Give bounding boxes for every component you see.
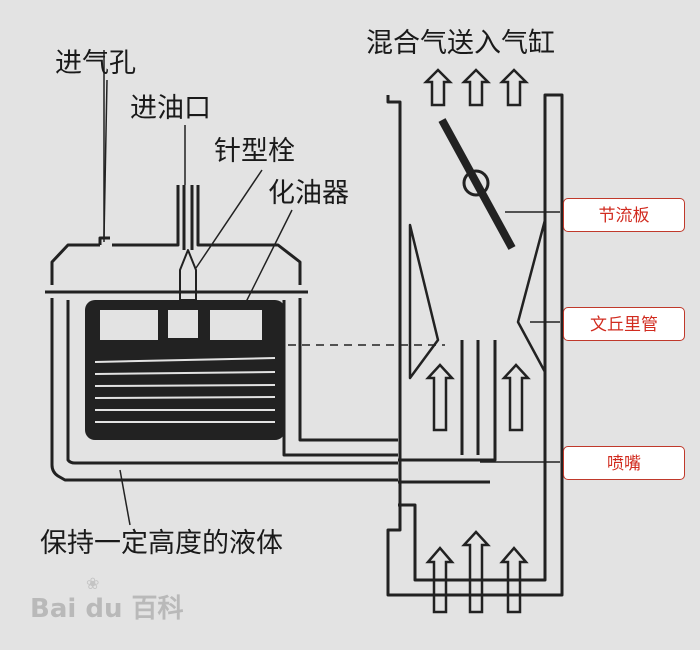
float-chamber-top <box>98 185 398 442</box>
tag-venturi: 文丘里管 <box>563 307 685 341</box>
label-fuel-inlet: 进油口 <box>130 93 211 124</box>
label-air-hole: 进气孔 <box>55 48 136 79</box>
throttle-pivot <box>462 169 490 197</box>
watermark-brand: Bai du 百科 <box>30 594 184 624</box>
venturi-left-wall <box>386 93 564 597</box>
venturi-throat-right <box>516 218 547 374</box>
label-mixture-to-cylinder: 混合气送入气缸 <box>366 28 555 59</box>
float-block <box>85 300 285 440</box>
paw-icon: ❀ <box>86 574 100 593</box>
float-chamber-outer <box>50 243 398 482</box>
flow-arrows <box>422 68 531 614</box>
tag-nozzle: 喷嘴 <box>563 446 685 480</box>
nozzle-tube <box>398 340 497 484</box>
needle-valve <box>179 249 197 301</box>
label-carburetor: 化油器 <box>268 178 349 209</box>
tag-throttle: 节流板 <box>563 198 685 232</box>
label-liquid-level: 保持一定高度的液体 <box>40 528 283 559</box>
watermark: ❀ Bai du 百科 <box>30 574 184 625</box>
throttle-plate <box>438 118 516 250</box>
label-needle-valve: 针型栓 <box>214 136 295 167</box>
venturi-throat-left <box>408 223 440 380</box>
